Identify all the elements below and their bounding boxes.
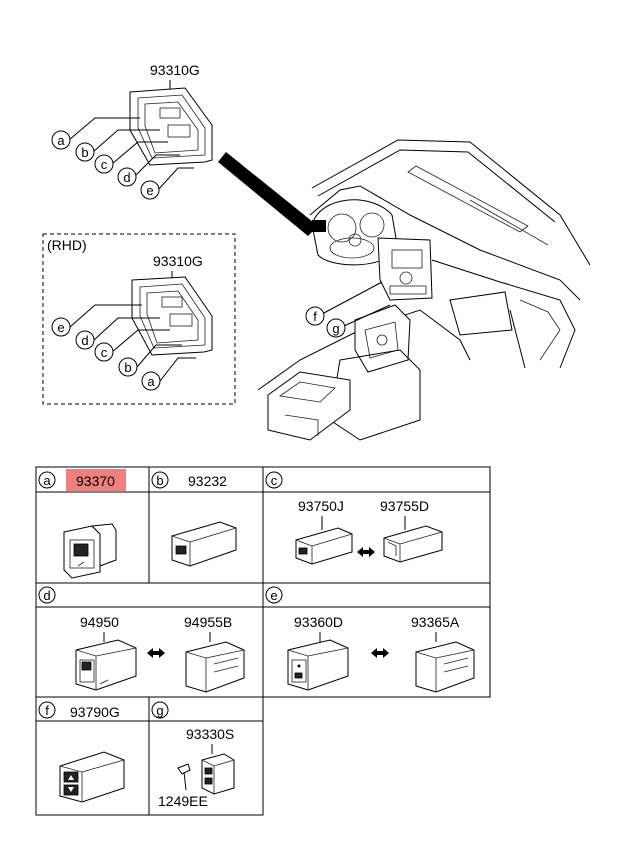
cell-g-part-2[interactable]: 1249EE <box>158 793 208 809</box>
parts-table <box>35 466 491 816</box>
callout-a[interactable]: a <box>57 133 65 148</box>
callout-c[interactable]: c <box>101 157 108 172</box>
switch-g-icon <box>201 753 235 795</box>
switch-c1-icon <box>295 527 353 565</box>
switch-assembly-lhd: 93310G <box>68 62 213 191</box>
cell-c-part-2[interactable]: 93755D <box>380 498 429 514</box>
cell-f-part[interactable]: 93790G <box>70 704 120 720</box>
callout-e[interactable]: e <box>146 183 153 198</box>
cell-d[interactable]: d 94950 94955B <box>38 586 245 693</box>
cell-d-part-1[interactable]: 94950 <box>80 614 119 630</box>
cell-c-letter: c <box>271 473 278 488</box>
switch-f-icon <box>59 751 125 803</box>
callout-b[interactable]: b <box>81 145 88 160</box>
cell-g-letter: g <box>156 703 163 718</box>
cell-f[interactable]: f 93790G <box>38 701 125 803</box>
cell-e-part-1[interactable]: 93360D <box>294 614 343 630</box>
cell-d-part-2[interactable]: 94955B <box>184 614 232 630</box>
highlight-box <box>66 469 126 491</box>
rhd-callout-a[interactable]: a <box>147 374 155 389</box>
cell-e-letter: e <box>270 588 277 603</box>
callout-g[interactable]: g <box>332 321 339 336</box>
cell-a-part[interactable]: 93370 <box>76 473 115 489</box>
callout-f[interactable]: f <box>313 309 317 324</box>
screw-icon <box>177 763 191 791</box>
cell-b-part[interactable]: 93232 <box>188 473 227 489</box>
location-pointer <box>218 152 318 236</box>
rhd-callout-c[interactable]: c <box>101 345 108 360</box>
double-arrow-icon <box>147 648 165 658</box>
double-arrow-icon <box>371 648 389 658</box>
cell-g-part-1[interactable]: 93330S <box>186 726 234 742</box>
rhd-callout-b[interactable]: b <box>124 360 131 375</box>
callout-d[interactable]: d <box>123 170 130 185</box>
switch-a-icon <box>63 523 117 579</box>
cell-b-letter: b <box>156 473 163 488</box>
switch-c2-icon <box>383 525 443 563</box>
dash-callouts: f g <box>305 306 346 338</box>
dashboard-illustration <box>257 139 591 441</box>
switch-b-icon <box>171 521 237 567</box>
rhd-caption: (RHD) <box>47 237 87 253</box>
switch-location-marker <box>312 220 326 232</box>
switch-d2-icon <box>185 641 245 693</box>
rhd-callout-d[interactable]: d <box>81 333 88 348</box>
cell-a-letter: a <box>43 473 51 488</box>
switch-e1-icon <box>287 639 349 691</box>
rhd-box: (RHD) 93310G e d c b a <box>42 233 236 405</box>
rhd-callout-e[interactable]: e <box>57 320 64 335</box>
cell-e-part-2[interactable]: 93365A <box>411 614 460 630</box>
cell-d-letter: d <box>43 588 50 603</box>
rhd-assembly-part-number[interactable]: 93310G <box>153 253 203 269</box>
cell-c-part-1[interactable]: 93750J <box>298 498 344 514</box>
cell-g[interactable]: g 93330S 1249EE <box>151 701 235 809</box>
assembly-part-number[interactable]: 93310G <box>150 62 200 78</box>
lhd-callouts: a b c d e <box>51 130 160 200</box>
cell-a[interactable]: a 93370 <box>38 469 126 579</box>
double-arrow-icon <box>357 547 375 557</box>
cell-f-letter: f <box>45 703 49 718</box>
cell-c[interactable]: c 93750J 93755D <box>265 471 443 565</box>
cell-e[interactable]: e 93360D 93365A <box>265 586 475 693</box>
cell-b[interactable]: b 93232 <box>151 471 237 567</box>
switch-e2-icon <box>415 641 475 693</box>
switch-d1-icon <box>75 639 137 691</box>
